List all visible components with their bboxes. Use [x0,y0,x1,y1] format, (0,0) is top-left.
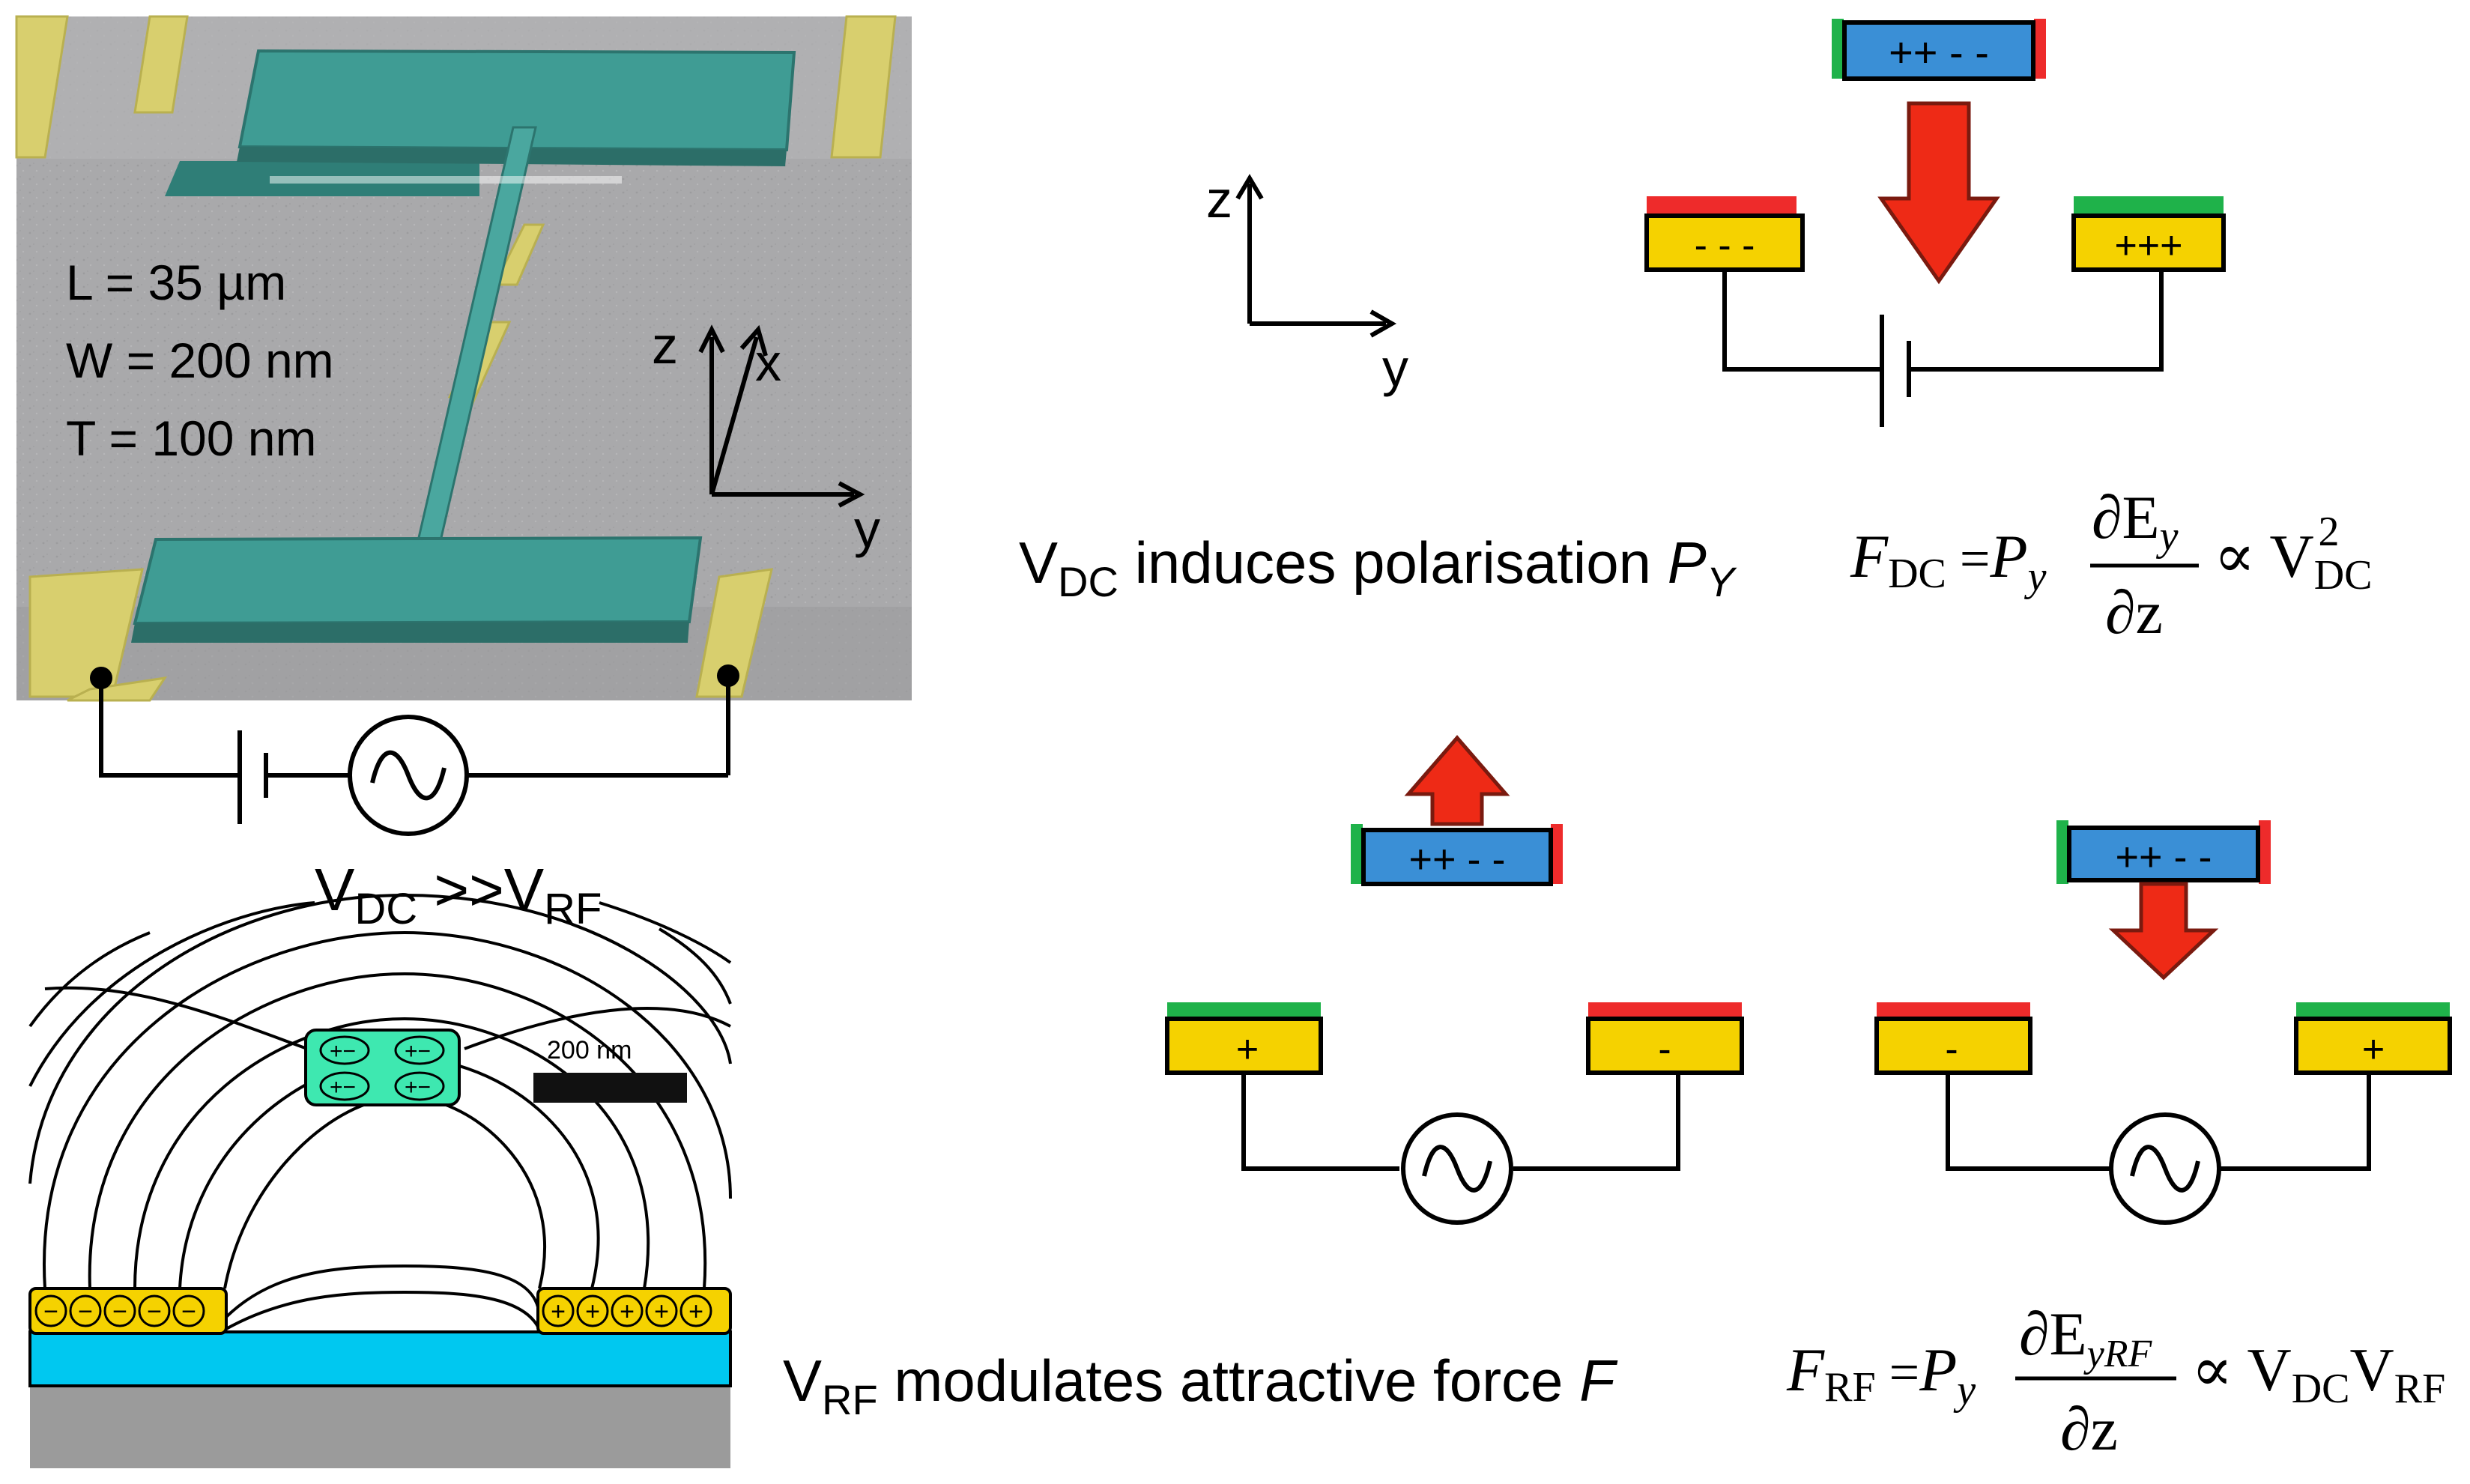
sem-circuit [90,664,739,824]
svg-text:++ - -: ++ - - [1408,837,1505,882]
svg-text:+−: +− [330,1039,356,1064]
svg-text:∝ VDCVRF: ∝ VDCVRF [2191,1336,2445,1412]
force-arrow-icon [2108,882,2219,981]
rf-right-neg-electrode: - [1874,1002,2032,1075]
svg-text:−: − [112,1297,127,1326]
sem-axis-x: x [755,333,781,392]
svg-text:∂Ey: ∂Ey [2092,483,2179,560]
sem-micrograph: L = 35 µm W = 200 nm T = 100 nm z x y [15,15,912,702]
svg-text:+: + [688,1297,703,1326]
rf-left-neg-electrode: - [1586,1002,1744,1075]
field-cross-section: +− +− +− +− 200 nm − − − − − + + + + + [28,893,732,1468]
svg-text:−: − [147,1297,162,1326]
svg-text:+: + [585,1297,600,1326]
force-arrow-icon [1404,735,1510,826]
svg-text:+: + [551,1297,566,1326]
dc-axis-y: y [1382,339,1408,397]
sem-axes-icon [698,324,865,508]
sem-resonator [131,49,796,643]
cross-section-left-electrode [28,1287,228,1335]
rf-left-beam: ++ - - [1351,824,1563,886]
cross-section-right-electrode [536,1287,732,1335]
dc-axis-z: z [1206,170,1232,228]
svg-text:-: - [1945,1028,1958,1071]
svg-text:+−: +− [405,1039,431,1064]
rf-right-beam: ++ - - [2056,820,2271,884]
sem-axis-y: y [854,500,880,558]
svg-text:-: - [1658,1028,1671,1071]
svg-text:∂EyRF: ∂EyRF [2019,1300,2152,1375]
rf-force-equation: FRF =Py ∂EyRF ∂z ∝ VDCVRF [1786,1300,2445,1463]
svg-text:+−: +− [405,1075,431,1100]
svg-text:+: + [654,1297,669,1326]
dc-force-equation: FDC =Py ∂Ey ∂z ∝ VDC2 [1850,483,2373,646]
rf-panel: ++ - - + - ++ - - - [783,735,2452,1463]
svg-text:FDC =Py: FDC =Py [1850,522,2047,600]
svg-text:FRF =Py: FRF =Py [1786,1336,1976,1414]
svg-text:++ - -: ++ - - [2115,835,2212,879]
rf-right-pos-electrode: + [2294,1002,2452,1075]
force-arrow-icon [1877,101,2000,285]
svg-text:∂z: ∂z [2105,578,2163,646]
rf-caption: VRF modulates attractive force F [783,1348,1618,1423]
sem-thickness-label: T = 100 nm [66,411,316,466]
ac-source-icon [1403,1115,1511,1223]
dc-left-electrode: - - - [1644,196,1805,272]
scale-bar-label: 200 nm [547,1036,632,1064]
sem-length-label: L = 35 µm [66,255,286,310]
field-lines [28,893,732,1331]
bias-relation: VDC >>VRF [315,856,602,933]
svg-text:- - -: - - - [1695,224,1755,267]
svg-text:∂z: ∂z [2060,1395,2118,1463]
dc-caption: VDC induces polarisation PY [1019,530,1737,605]
sem-width-label: W = 200 nm [66,333,334,388]
dc-circuit [1722,270,2164,427]
dc-panel: z y ++ - - - - - +++ [1019,19,2373,646]
beam-dipoles: +− +− +− +− [319,1035,445,1101]
svg-text:+: + [2362,1028,2385,1071]
ac-source-icon [2111,1115,2219,1223]
dc-right-electrode: +++ [2071,196,2226,272]
rf-left-circuit [1241,1073,1680,1171]
svg-text:−: − [43,1297,58,1326]
svg-text:+++: +++ [2114,224,2182,267]
svg-text:+: + [620,1297,635,1326]
svg-text:−: − [181,1297,196,1326]
svg-text:++ - -: ++ - - [1889,28,1989,76]
sem-axis-z: z [652,316,678,375]
svg-text:−: − [78,1297,93,1326]
svg-text:+−: +− [330,1075,356,1100]
svg-text:∝ VDC2: ∝ VDC2 [2214,509,2373,599]
rf-right-circuit [1946,1073,2371,1171]
dc-beam: ++ - - [1832,19,2046,81]
svg-text:+: + [1236,1028,1259,1071]
ac-source-icon [350,717,467,834]
rf-left-pos-electrode: + [1165,1002,1323,1075]
dc-axes-icon [1235,174,1397,338]
